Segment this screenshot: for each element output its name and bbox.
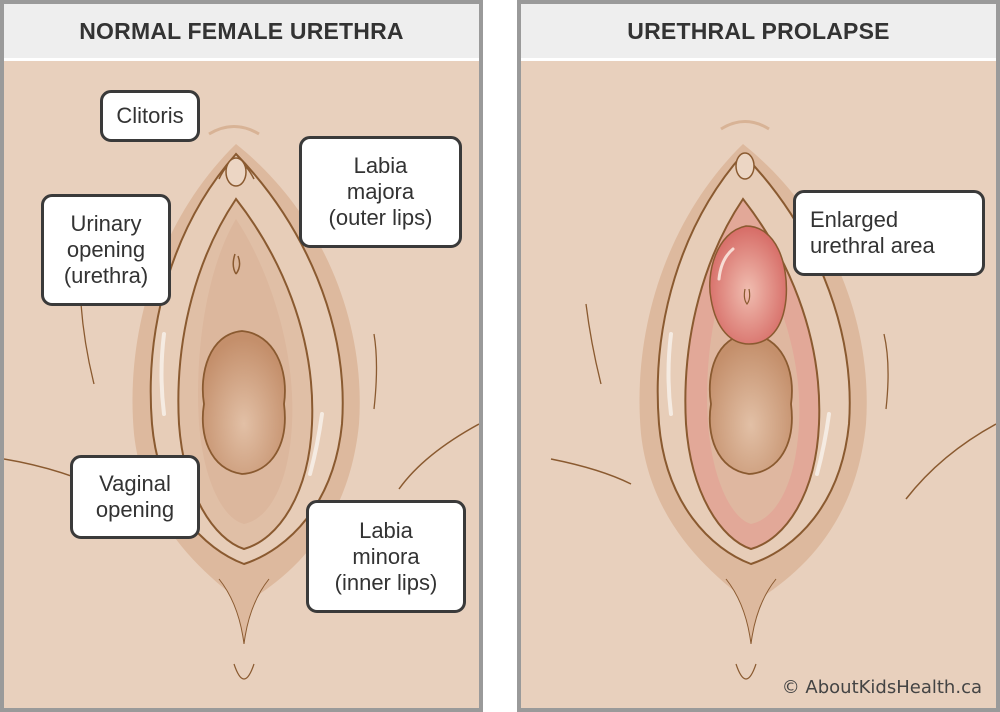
label-line: Clitoris	[116, 103, 184, 128]
prolapse-illustration	[550, 120, 996, 680]
vaginal-opening-label: Vaginal opening	[70, 455, 200, 539]
label-line: majora	[346, 179, 415, 204]
label-line: (urethra)	[63, 263, 149, 288]
label-line: Enlarged	[810, 207, 899, 232]
enlarged-urethral-area-label: Enlarged urethral area	[793, 190, 985, 276]
normal-anatomy-panel: NORMAL FEMALE URETHRA	[0, 0, 483, 712]
urethral-prolapse-panel: URETHRAL PROLAPSE	[517, 0, 1000, 712]
label-line: Vaginal	[99, 471, 171, 496]
label-line: Labia	[359, 517, 413, 543]
copyright-credit: © AboutKidsHealth.ca	[781, 677, 982, 698]
labia-minora-label: Labia minora (inner lips)	[306, 500, 466, 613]
label-line: (outer lips)	[328, 205, 433, 230]
label-line: Labia	[353, 153, 408, 178]
panel-title: URETHRAL PROLAPSE	[627, 17, 890, 44]
clitoris-label: Clitoris	[100, 90, 200, 142]
urinary-opening-label: Urinary opening (urethra)	[41, 194, 171, 306]
label-line: (inner lips)	[334, 569, 438, 595]
label-line: minora	[352, 543, 420, 569]
panel-header: NORMAL FEMALE URETHRA	[4, 4, 479, 61]
label-line: opening	[95, 497, 175, 522]
labia-majora-label: Labia majora (outer lips)	[299, 136, 462, 248]
label-line: opening	[66, 237, 146, 262]
panel-header: URETHRAL PROLAPSE	[521, 4, 996, 61]
label-line: urethral area	[810, 233, 935, 258]
panel-title: NORMAL FEMALE URETHRA	[79, 17, 404, 44]
label-line: Urinary	[70, 211, 142, 236]
